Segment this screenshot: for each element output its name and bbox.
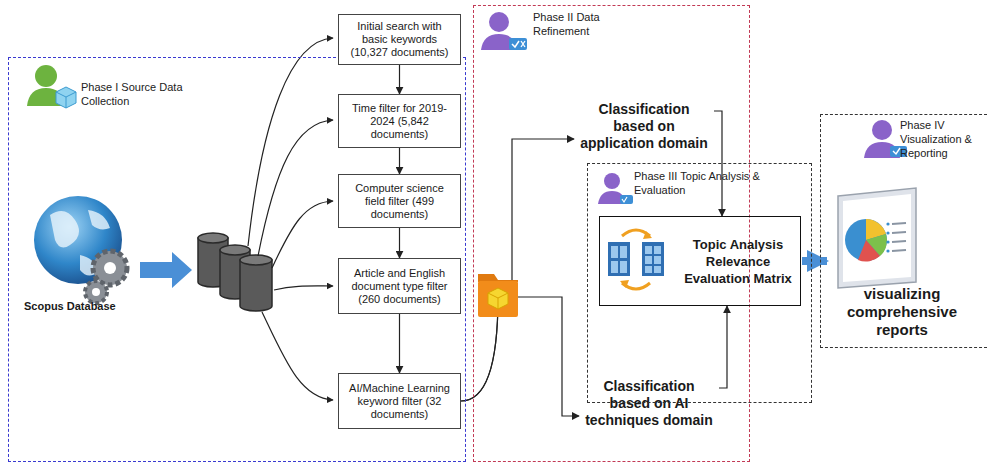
process-box: Computer science field filter (499 docum… <box>338 174 461 228</box>
phase-heading: Phase III Topic Analysis & Evaluation <box>634 169 764 197</box>
node-text: Computer science field filter (499 docum… <box>344 182 455 221</box>
node-text: Article and English document type filter… <box>344 267 455 306</box>
process-box: AI/Machine Learning keyword filter (32 d… <box>338 373 461 429</box>
node-text: Time filter for 2019-2024 (5,842 documen… <box>344 102 455 141</box>
person-icon <box>481 12 527 50</box>
classification-label: Classification based on application doma… <box>574 101 714 177</box>
phase-region: Phase IV Visualization & Reporting visual… <box>820 114 987 348</box>
connector <box>399 314 400 373</box>
phase-region: Phase I Source Data CollectionInitial se… <box>8 57 466 462</box>
report-icon <box>838 188 916 288</box>
classification-label: Classification based on AI techniques do… <box>579 378 719 454</box>
flow-arrow <box>802 257 827 265</box>
node-text: Topic Analysis Relevance Evaluation Matr… <box>680 236 796 287</box>
process-box: Initial search with basic keywords (10,3… <box>338 14 461 65</box>
node-text: Initial search with basic keywords (10,3… <box>344 20 455 59</box>
fan-arrows <box>248 38 333 400</box>
process-box: Article and English document type filter… <box>338 258 461 314</box>
connector <box>461 139 574 401</box>
folder-icon <box>478 274 518 317</box>
connector <box>719 306 727 388</box>
matrix-icon <box>608 230 664 289</box>
person-icon <box>598 173 633 204</box>
phase-heading: Phase II Data Refinement <box>533 10 653 38</box>
node-text: visualizing comprehensive reports <box>833 285 971 339</box>
phase-region: Phase III Topic Analysis & EvaluationTop… <box>587 163 812 403</box>
phase-region: Phase II Data RefinementClassification b… <box>473 5 750 462</box>
phase-heading: Phase IV Visualization & Reporting <box>900 118 987 160</box>
flow-arrow <box>140 252 192 288</box>
process-box: Time filter for 2019-2024 (5,842 documen… <box>338 94 461 148</box>
connector <box>399 65 400 94</box>
node-text: Classification based on application doma… <box>578 101 710 177</box>
connector <box>399 148 400 174</box>
node-text: AI/Machine Learning keyword filter (32 d… <box>344 382 455 421</box>
globe-icon <box>34 196 127 303</box>
person-icon <box>27 65 76 108</box>
report-node: visualizing comprehensive reports <box>827 189 979 343</box>
node-text: Classification based on AI techniques do… <box>583 378 715 454</box>
connector <box>399 228 400 258</box>
phase-heading: Phase I Source Data Collection <box>81 80 193 108</box>
source-label: Scopus Database <box>24 300 116 312</box>
matrix-box: Topic Analysis Relevance Evaluation Matr… <box>599 216 801 306</box>
